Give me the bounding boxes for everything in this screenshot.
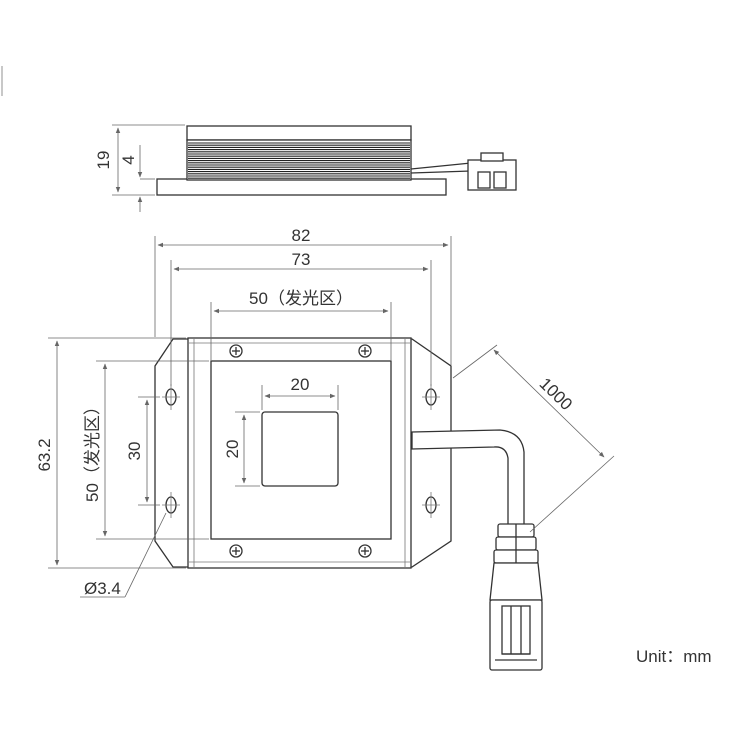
heatsink-fins [188, 142, 410, 179]
screw-top-left [229, 344, 243, 358]
dim-4: 4 [119, 155, 138, 164]
screw-top-right [358, 344, 372, 358]
front-view: 82 73 50（发光区） 20 63.2 50（发光区） 30 20 1000… [35, 226, 615, 671]
strain-relief [493, 523, 539, 564]
mount-hole-bottom-right [422, 492, 440, 518]
body [187, 337, 412, 569]
dim-50-emitting-h: 50（发光区） [249, 289, 353, 308]
dim-20-h: 20 [291, 375, 310, 394]
screw-bottom-left [229, 544, 243, 558]
dim-20-v: 20 [223, 440, 242, 459]
side-connector [467, 159, 517, 191]
emitting-area [210, 360, 392, 540]
mount-hole-top-left [162, 384, 180, 410]
dim-1000: 1000 [536, 374, 576, 414]
mount-hole-top-right [422, 384, 440, 410]
dim-30: 30 [125, 442, 144, 461]
cable-connector [489, 562, 543, 671]
side-view: 19 4 [94, 124, 517, 212]
dim-line-1000 [493, 349, 605, 458]
window [261, 411, 339, 487]
dim-50-emitting-v: 50（发光区） [83, 398, 102, 502]
dim-82: 82 [292, 226, 311, 245]
hole-leader [124, 512, 167, 598]
dim-19: 19 [94, 151, 113, 170]
side-base-plate [156, 178, 447, 196]
dim-63-2: 63.2 [35, 438, 54, 471]
dim-73: 73 [292, 250, 311, 269]
unit-label: Unit：mm [636, 647, 712, 666]
screw-bottom-right [358, 544, 372, 558]
side-lens [186, 125, 412, 141]
mount-hole-bottom-left [162, 492, 180, 518]
dim-hole-diameter: Ø3.4 [84, 579, 121, 598]
